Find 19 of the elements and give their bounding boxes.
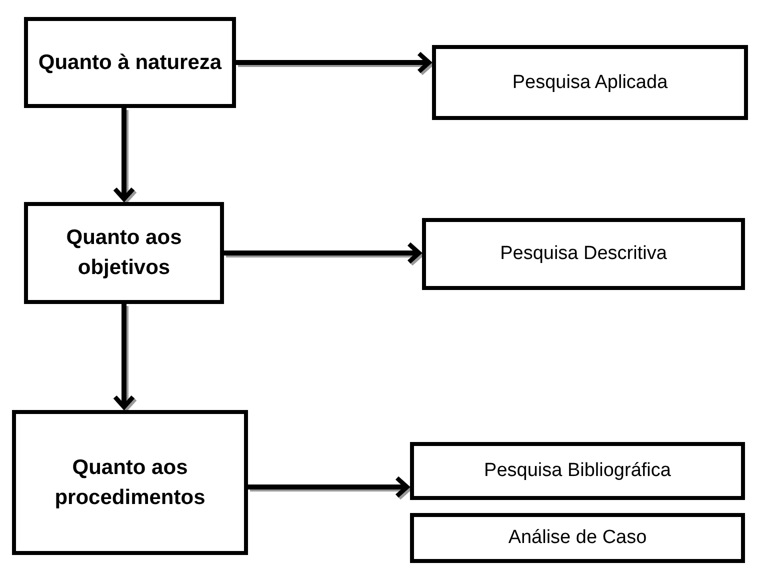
process-box: [410, 442, 745, 500]
process-box: [12, 410, 248, 555]
box-label: Pesquisa Bibliográfica: [484, 459, 671, 483]
process-box: [24, 202, 224, 304]
arrow: [224, 242, 422, 264]
box-label: Análise de Caso: [508, 526, 647, 550]
arrow: [112, 304, 136, 410]
box-label: Pesquisa Aplicada: [512, 70, 668, 94]
box-label: Quanto à natureza: [38, 50, 222, 76]
arrow: [112, 108, 136, 202]
box-label: Pesquisa Descritiva: [500, 242, 667, 266]
process-box: [432, 45, 748, 120]
process-box: [410, 513, 745, 563]
process-box: [422, 218, 745, 290]
arrow: [236, 51, 432, 74]
box-label: Quanto aos objetivos: [65, 225, 183, 281]
process-box: [24, 17, 236, 108]
box-label: Quanto aos procedimentos: [54, 454, 206, 510]
arrow: [248, 476, 410, 498]
